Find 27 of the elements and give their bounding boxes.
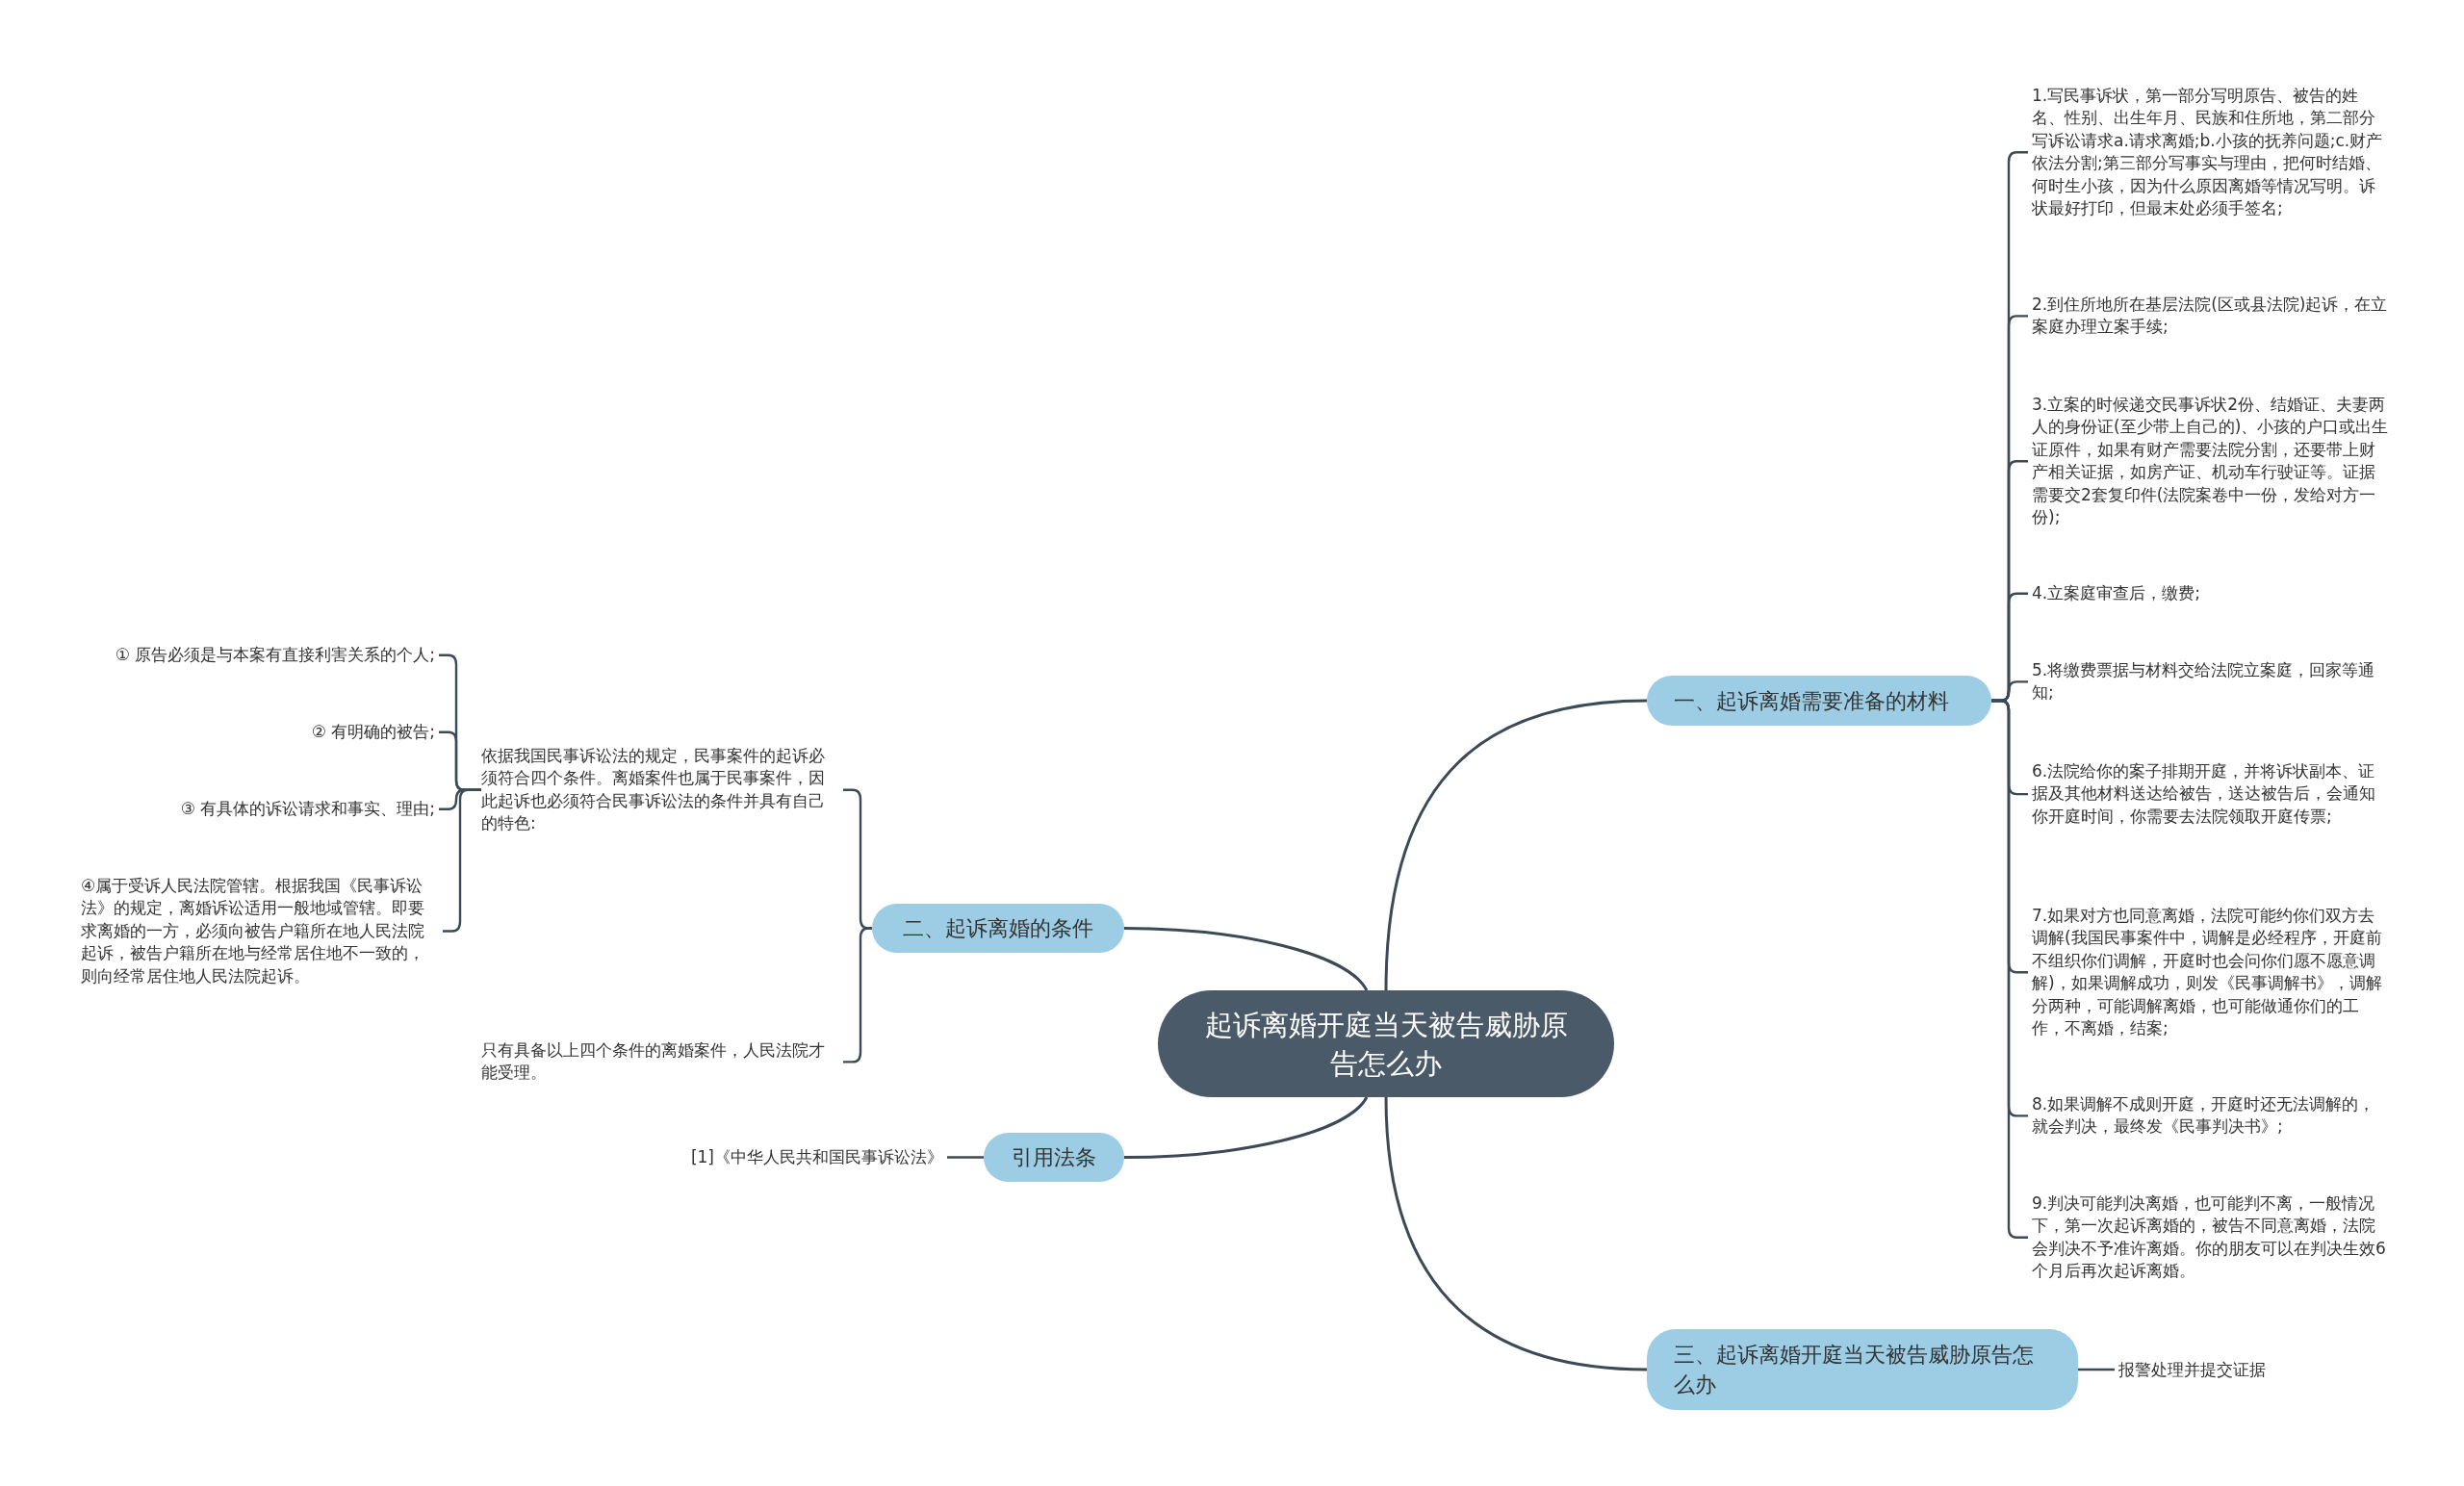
note-text: 6.法院给你的案子排期开庭，并将诉状副本、证据及其他材料送达给被告，送达被告后，会通知你开庭时间，你需要去法院领取开庭传票; [2032, 760, 2390, 829]
branch-line [1384, 1096, 1648, 1371]
branch-line [2078, 1368, 2115, 1371]
topic-pill: 引用法条 [984, 1133, 1124, 1182]
topic-pill: 一、起诉离婚需要准备的材料 [1647, 676, 1991, 726]
branch-line [1384, 699, 1648, 991]
note-text: 5.将缴费票据与材料交给法院立案庭，回家等通知; [2032, 659, 2390, 705]
note-text: 3.立案的时候递交民事诉状2份、结婚证、夫妻两人的身份证(至少带上自己的)、小孩的户口或出生证原件，如果有财产需要法院分割，还要带上财产相关证据，如房产证、机动车行驶证等。证据需要交2套复印件(法院案卷中一份，发给对方一份); [2032, 394, 2390, 529]
note-text: 依据我国民事诉讼法的规定，民事案件的起诉必须符合四个条件。离婚案件也属于民事案件，因此起诉也必须符合民事诉讼法的条件并具有自己的特色: [481, 745, 839, 835]
central-topic: 起诉离婚开庭当天被告威胁原告怎么办 [1158, 990, 1614, 1097]
note-text: 只有具备以上四个条件的离婚案件，人民法院才能受理。 [481, 1039, 839, 1085]
topic-pill: 三、起诉离婚开庭当天被告威胁原告怎么办 [1647, 1329, 2078, 1410]
branch-line [1123, 1096, 1369, 1159]
note-text: 8.如果调解不成则开庭，开庭时还无法调解的，就会判决，最终发《民事判决书》; [2032, 1093, 2390, 1139]
note-text: ④属于受诉人民法院管辖。根据我国《民事诉讼法》的规定，离婚诉讼适用一般地域管辖。即要求离婚的一方，必须向被告户籍所在地人民法院起诉，被告户籍所在地与经常居住地不一致的，则向经常居住地人民法院起诉。 [81, 875, 439, 988]
branch-line [947, 1156, 984, 1159]
topic-pill: 二、起诉离婚的条件 [872, 904, 1124, 953]
note-text: 2.到住所地所在基层法院(区或县法院)起诉，在立案庭办理立案手续; [2032, 294, 2390, 339]
note-text: 报警处理并提交证据 [2118, 1359, 2266, 1382]
note-text: [1]《中华人民共和国民事诉讼法》 [690, 1146, 943, 1169]
note-text: ① 原告必须是与本案有直接利害关系的个人; [115, 644, 435, 667]
note-text: 7.如果对方也同意离婚，法院可能约你们双方去调解(我国民事案件中，调解是必经程序，开庭前不组织你们调解，开庭时也会问你们愿不愿意调解)，如果调解成功，则发《民事调解书》，调解分两种，可能调解离婚，也可能做通你们的工作，不离婚，结案; [2032, 905, 2390, 1040]
note-text: 9.判决可能判决离婚，也可能判不离，一般情况下，第一次起诉离婚的，被告不同意离婚，法院会判决不予准许离婚。你的朋友可以在判决生效6个月后再次起诉离婚。 [2032, 1192, 2390, 1283]
note-text: 4.立案庭审查后，缴费; [2032, 582, 2200, 605]
note-text: 1.写民事诉状，第一部分写明原告、被告的姓名、性别、出生年月、民族和住所地，第二部分写诉讼请求a.请求离婚;b.小孩的抚养问题;c.财产依法分割;第三部分写事实与理由，把何时结婚、何时生小孩，因为什么原因离婚等情况写明。诉状最好打印，但最末处必须手签名; [2032, 85, 2390, 220]
note-text: ② 有明确的被告; [311, 721, 435, 744]
note-text: ③ 有具体的诉讼请求和事实、理由; [180, 798, 435, 821]
